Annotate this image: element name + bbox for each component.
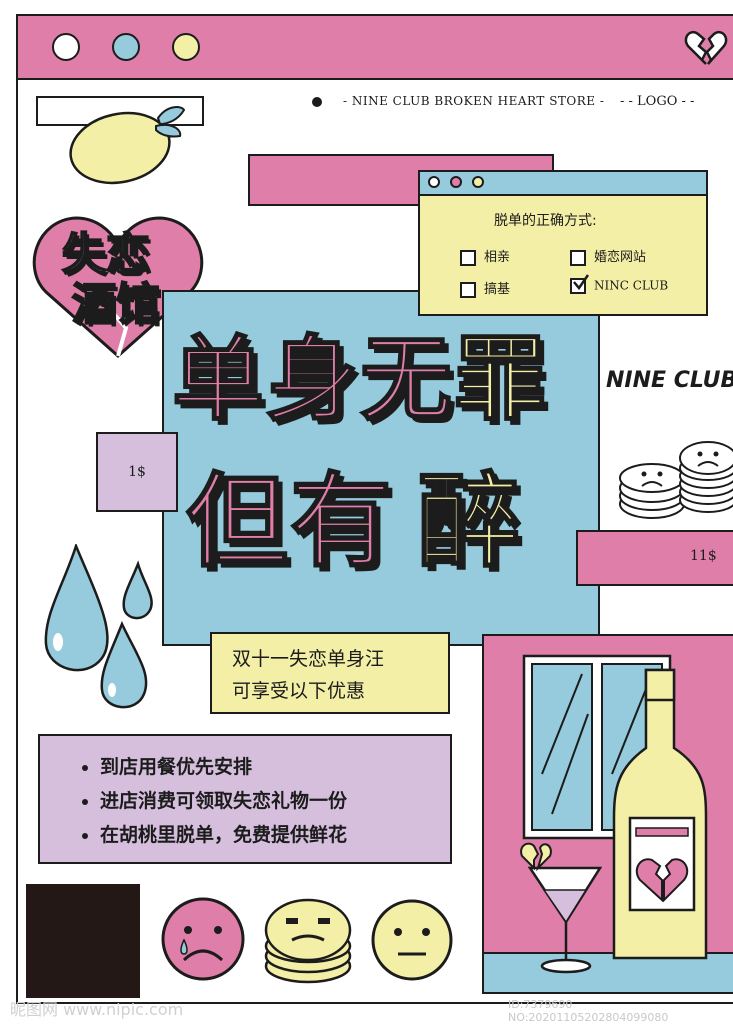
promo-line2: 可享受以下优惠 [232,680,366,702]
option-row[interactable]: NINC CLUB [570,274,669,294]
watermark-right: ID:7379690 NO:20201105202804099080 [508,998,669,1024]
benefits-box: 到店用餐优先安排 进店消费可领取失恋礼物一份 在胡桃里脱单，免费提供鲜花 [38,734,452,864]
window-dot-pink [450,176,462,188]
headline-line2-pink: 但有 [185,463,394,582]
price-right: 11$ [690,548,717,564]
checkbox-window-title: 脱单的正确方式: [494,213,597,229]
window-dot-white [428,176,440,188]
checkbox-window-titlebar [420,172,706,196]
badge-line1: 失恋 [61,229,151,280]
store-tagline: - NINE CLUB BROKEN HEART STORE - [343,94,605,108]
option-label: 搞基 [484,282,511,297]
price-left: 1$ [128,464,146,480]
logo-placeholder: - - LOGO - - [620,94,695,109]
option-row[interactable]: 婚恋网站 [570,246,646,266]
price-tag-right: 11$ [576,530,733,586]
headline-line2: 但有醉 [185,467,522,579]
headline-line1: 单身无罪 [171,329,548,431]
broken-heart-icon [684,30,728,65]
bullet-dot [312,97,322,107]
benefit-item: 进店消费可领取失恋礼物一份 [100,786,347,816]
stacked-face-icon [264,898,352,984]
brand-name: NINE CLUB [606,368,733,393]
promo-line1: 双十一失恋单身汪 [232,648,385,670]
broken-heart-badge-icon [32,216,204,359]
window-dot-blue [112,33,140,61]
headline-line1-yellow: 罪 [453,326,549,433]
option-label: 相亲 [484,250,511,265]
wine-bottle-icon [612,668,708,960]
watermark-left: 昵图网 www.nipic.com [10,1000,184,1019]
option-label: NINC CLUB [594,278,669,293]
benefits-list: 到店用餐优先安排 进店消费可领取失恋礼物一份 在胡桃里脱单，免费提供鲜花 [40,752,347,854]
window-title-bar [16,14,733,80]
option-row[interactable]: 相亲 [460,246,510,266]
benefit-item: 到店用餐优先安排 [100,752,347,782]
checkbox-window: 脱单的正确方式: 相亲 婚恋网站 搞基 NINC CLUB [418,170,708,316]
checkbox-unchecked[interactable] [570,249,586,266]
crying-face-icon [161,897,245,981]
black-square [26,884,140,998]
benefit-item: 在胡桃里脱单，免费提供鲜花 [100,820,347,850]
promo-box: 双十一失恋单身汪 可享受以下优惠 [210,632,450,714]
window-dot-yellow [172,33,200,61]
neutral-face-icon [371,899,453,981]
checkbox-unchecked[interactable] [460,281,476,298]
cocktail-glass-icon [520,842,603,974]
checkbox-checked[interactable] [570,274,590,294]
watermark-bar: 昵图网 www.nipic.com ID:7379690 NO:20201105… [0,992,733,1024]
option-label: 婚恋网站 [594,250,647,265]
window-dot-white [52,33,80,61]
checkbox-unchecked[interactable] [460,249,476,266]
headline-line1-pink: 单身无 [171,326,455,433]
price-tag-left: 1$ [96,432,178,512]
checkmark-icon [573,274,590,291]
lemon-icon [69,106,186,185]
headline-line2-yellow: 醉 [417,463,522,582]
badge-line2: 酒馆 [71,279,161,330]
sad-face-coins-icon [619,441,733,519]
window-dot-yellow [472,176,484,188]
option-row[interactable]: 搞基 [460,278,510,298]
water-drops-icon [44,544,153,709]
